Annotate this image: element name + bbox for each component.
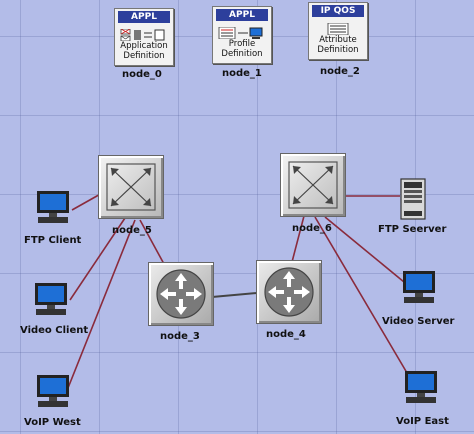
link-node6-voip-east[interactable] [314, 216, 411, 379]
server-video[interactable]: Video Server [378, 270, 458, 332]
profile-glyphs-icon [218, 24, 266, 40]
router-node-3[interactable]: node_3 [148, 262, 220, 346]
router-icon [256, 260, 322, 324]
server-voip-east[interactable]: VoIP East [390, 370, 460, 432]
workstation-icon [32, 282, 70, 318]
subtitle-line-2: Definition [317, 45, 359, 55]
server-ftp[interactable]: FTP Seerver [378, 178, 458, 240]
node-label: Video Client [20, 325, 89, 336]
config-header: APPL [216, 9, 268, 21]
node-label: VoIP East [396, 416, 449, 427]
workstation-icon [34, 190, 72, 226]
attribute-glyphs-icon [314, 20, 362, 36]
workstation-icon [402, 370, 440, 406]
workstation-icon [34, 374, 72, 410]
application-definition-icon: APPL Application Definition [114, 8, 174, 66]
node-label: VoIP West [24, 417, 81, 428]
config-subtitle: Application Definition [115, 41, 173, 61]
profile-definition-node[interactable]: APPL Profile Definition node_1 [210, 6, 272, 84]
node-label: node_0 [122, 69, 162, 80]
node-label: node_5 [112, 225, 152, 236]
config-header: APPL [118, 11, 170, 23]
attribute-definition-icon: IP QOS Attribute Definition [308, 2, 368, 60]
subtitle-line-1: Profile [228, 39, 256, 49]
link-video-client-node5[interactable] [69, 217, 126, 301]
subtitle-line-2: Definition [221, 49, 263, 59]
node-label: node_1 [222, 68, 262, 79]
attribute-definition-node[interactable]: IP QOS Attribute Definition node_2 [306, 2, 368, 82]
node-label: node_3 [160, 331, 200, 342]
application-glyphs-icon [120, 26, 168, 42]
subtitle-line-1: Attribute [319, 35, 357, 45]
config-header: IP QOS [312, 5, 364, 17]
node-label: node_4 [266, 329, 306, 340]
node-label: node_6 [292, 223, 332, 234]
link-node6-node4[interactable] [291, 215, 305, 263]
node-label: FTP Seerver [378, 224, 447, 235]
config-subtitle: Profile Definition [213, 39, 271, 59]
workstation-icon [400, 270, 438, 306]
workstation-video-client[interactable]: Video Client [20, 282, 94, 342]
profile-definition-icon: APPL Profile Definition [212, 6, 272, 64]
switch-icon [98, 155, 164, 219]
application-definition-node[interactable]: APPL Application Definition [112, 8, 174, 86]
subtitle-line-2: Definition [123, 51, 165, 61]
server-icon [400, 178, 426, 220]
switch-icon [280, 153, 346, 217]
switch-node-5[interactable]: node_5 [98, 155, 168, 239]
workstation-voip-west[interactable]: VoIP West [22, 374, 92, 432]
link-node5-node3[interactable] [139, 219, 165, 265]
node-label: FTP Client [24, 235, 82, 246]
node-label: Video Server [382, 316, 455, 327]
node-label: node_2 [320, 66, 360, 77]
link-voip-west-node5[interactable] [67, 219, 136, 389]
link-node3-node4[interactable] [211, 292, 258, 298]
subtitle-line-1: Application [120, 41, 168, 51]
workstation-ftp-client[interactable]: FTP Client [24, 190, 94, 252]
config-subtitle: Attribute Definition [309, 35, 367, 55]
link-node6-video-server[interactable] [324, 216, 405, 283]
router-node-4[interactable]: node_4 [256, 260, 328, 344]
router-icon [148, 262, 214, 326]
switch-node-6[interactable]: node_6 [280, 153, 350, 237]
